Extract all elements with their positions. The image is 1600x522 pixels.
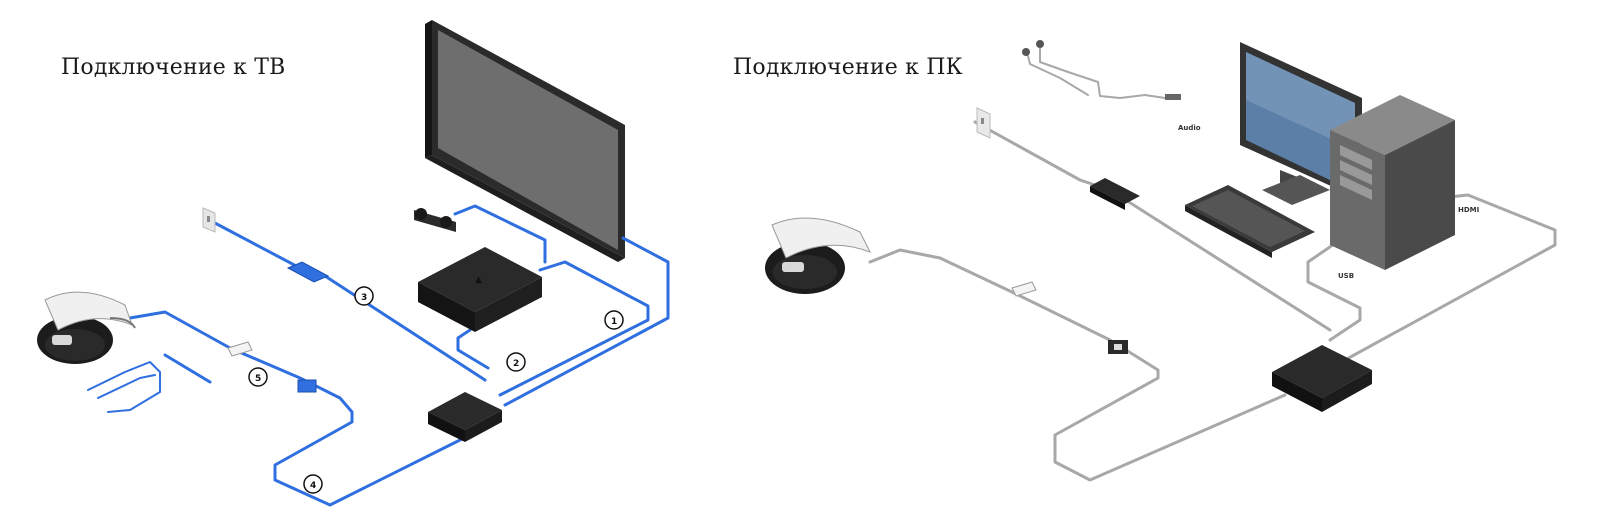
hdmi-label: HDMI (1458, 206, 1479, 214)
processor-unit-icon (1272, 345, 1372, 412)
tv-connection-heading: Подключение к ТВ (61, 55, 286, 80)
pc-tower-icon (1330, 95, 1455, 270)
vr-headset-icon (37, 291, 136, 364)
power-outlet-icon (976, 107, 991, 139)
cable-number-1: 1 (604, 310, 624, 330)
cable-number-5: 5 (248, 367, 268, 387)
camera-cable (453, 204, 547, 264)
connector-icon (297, 379, 317, 393)
cable-number-2: 2 (506, 352, 526, 372)
cable-number-4: 4 (303, 474, 323, 494)
svg-text:3: 3 (361, 293, 367, 303)
connector-icon (1108, 340, 1128, 354)
pc-connection-heading: Подключение к ПК (733, 55, 963, 80)
usb-label: USB (1338, 272, 1354, 280)
console-icon: ▲ (418, 247, 542, 332)
svg-text:5: 5 (255, 374, 261, 384)
tv-panel: ▲ 1 2 (37, 20, 670, 507)
svg-text:1: 1 (611, 317, 617, 327)
cable-1 (503, 236, 670, 407)
cable-2 (498, 260, 650, 397)
tv-cables (87, 204, 670, 507)
tv-monitor-icon (425, 20, 625, 262)
svg-text:▲: ▲ (475, 275, 482, 285)
cable-number-3: 3 (354, 286, 374, 306)
pc-cables (868, 47, 1557, 482)
keyboard-icon (1185, 185, 1315, 258)
inline-remote-icon (1011, 281, 1037, 297)
svg-text:4: 4 (310, 481, 316, 491)
processor-unit-icon (428, 392, 502, 442)
power-adapter-icon (286, 261, 330, 283)
vr-headset-icon (765, 217, 872, 294)
power-outlet-icon (202, 207, 216, 233)
svg-text:2: 2 (513, 359, 519, 369)
power-adapter-icon (1090, 178, 1140, 210)
inline-remote-icon (227, 341, 253, 357)
usb-cable (1306, 238, 1362, 342)
headset-cable (868, 248, 1287, 482)
earphones-icon (1022, 40, 1181, 100)
camera-icon (414, 208, 456, 232)
audio-label: Audio (1178, 124, 1201, 132)
cable-4 (128, 310, 472, 507)
pc-panel: Audio HDMI USB (765, 40, 1557, 482)
